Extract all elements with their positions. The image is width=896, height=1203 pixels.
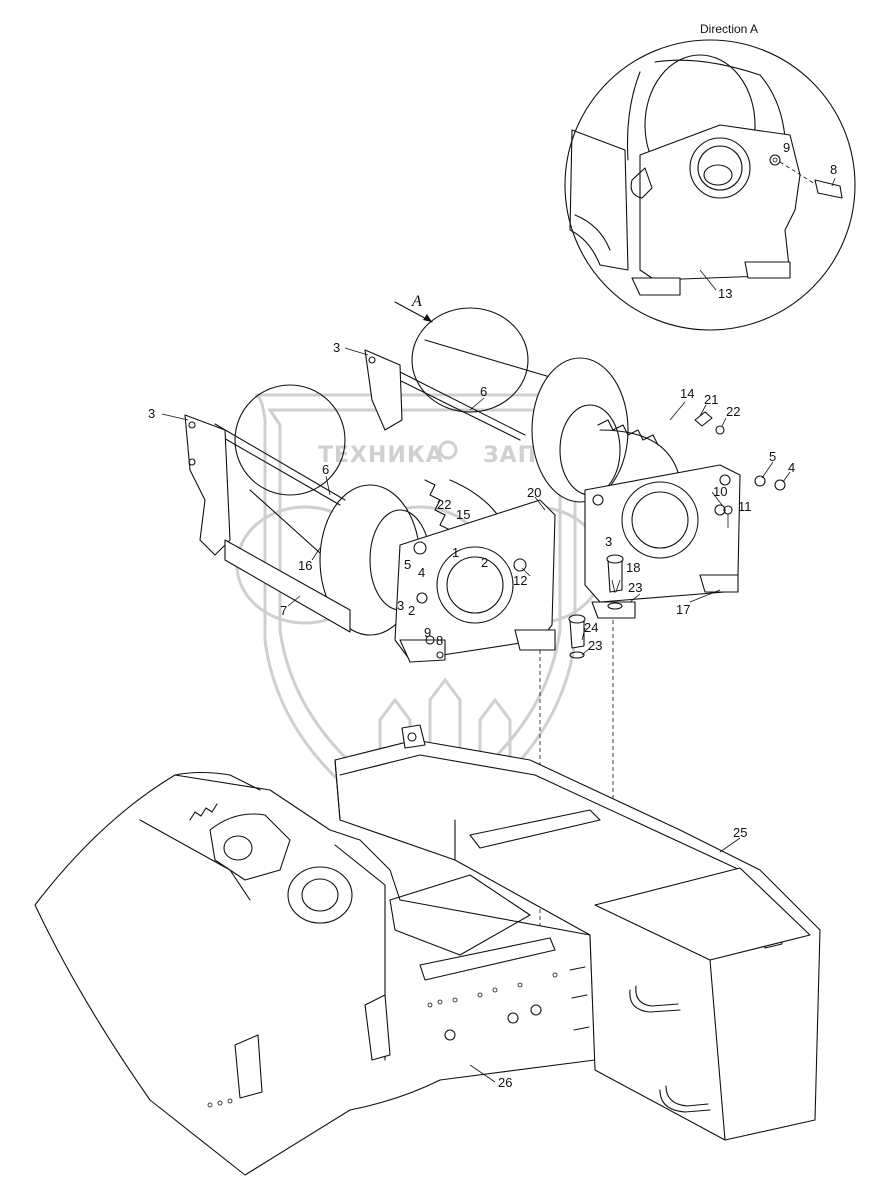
callout-22-right: 22: [726, 404, 740, 419]
callout-21: 21: [704, 392, 718, 407]
callout-17: 17: [676, 602, 690, 617]
detail-view-direction-a: Direction A 9 8 13: [564, 22, 856, 331]
callout-5-right: 5: [769, 449, 776, 464]
callout-4-right: 4: [788, 460, 795, 475]
tank-25: [334, 724, 821, 1141]
direction-arrow-a: A: [394, 293, 433, 323]
watermark-text-left: ТЕХНИКА: [318, 443, 444, 468]
callout-labels: 3 6 3 6 14 21 22 5 4 10 11 20 22 15 1 2 …: [148, 340, 795, 1090]
callout-8-main: 8: [436, 633, 443, 648]
callout-3-top: 3: [333, 340, 340, 355]
callout-25: 25: [733, 825, 747, 840]
callout-13-detail: 13: [718, 286, 732, 301]
callout-3-low: 3: [397, 598, 404, 613]
detail-view-title: Direction A: [700, 22, 758, 36]
detail-view-circle: [564, 39, 856, 331]
callout-10: 10: [713, 484, 727, 499]
callout-15: 15: [456, 507, 470, 522]
callout-2-low: 2: [408, 603, 415, 618]
callout-2-mid: 2: [481, 555, 488, 570]
main-frame-26: [34, 771, 596, 1176]
callout-6-top: 6: [480, 384, 487, 399]
leader-lines: [161, 347, 791, 1083]
callout-9-main: 9: [424, 625, 431, 640]
callout-3-left: 3: [148, 406, 155, 421]
callout-3-mid: 3: [605, 534, 612, 549]
callout-18: 18: [626, 560, 640, 575]
callout-8-detail: 8: [830, 162, 837, 177]
callout-20: 20: [527, 485, 541, 500]
callout-14: 14: [680, 386, 694, 401]
callout-5-left: 5: [404, 557, 411, 572]
callout-7: 7: [280, 603, 287, 618]
callout-24: 24: [584, 620, 598, 635]
callout-22-mid: 22: [437, 497, 451, 512]
callout-9-detail: 9: [783, 140, 790, 155]
callout-6-left: 6: [322, 462, 329, 477]
callout-11: 11: [738, 499, 752, 514]
callout-12: 12: [513, 573, 527, 588]
callout-26: 26: [498, 1075, 512, 1090]
direction-arrow-label: A: [411, 293, 422, 310]
callout-1: 1: [452, 545, 459, 560]
callout-23-upper: 23: [628, 580, 642, 595]
callout-16: 16: [298, 558, 312, 573]
winch-assembly: [184, 307, 786, 940]
callout-4-left: 4: [418, 565, 425, 580]
callout-23-lower: 23: [588, 638, 602, 653]
